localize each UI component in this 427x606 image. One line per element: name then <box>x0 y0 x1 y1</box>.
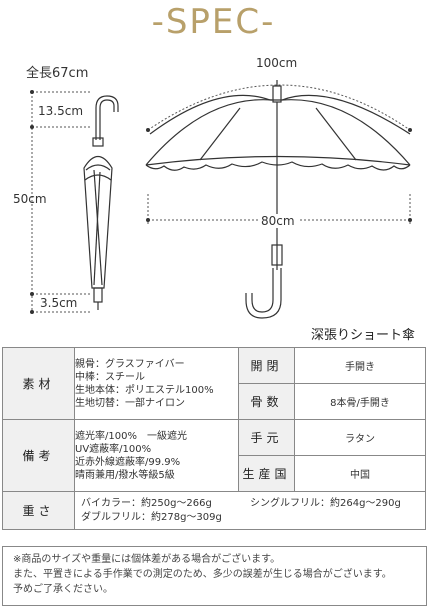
weight-single-frill: シングルフリル：約264g～290g <box>250 497 401 509</box>
width-dimensions <box>147 84 411 226</box>
spec-table: 素材 親骨：グラスファイバー 中棒：スチール 生地本体：ポリエステル100% 生… <box>2 347 426 530</box>
opening-value: 手開き <box>294 347 426 384</box>
closed-umbrella <box>83 95 119 310</box>
dimension-markers <box>30 90 34 314</box>
handle-height-label: 13.5cm <box>38 104 84 118</box>
ribs-value: 8本骨/手開き <box>294 383 426 420</box>
note-line: また、平置きによる手作業での測定のため、多少の誤差が生じる場合がございます。 <box>13 569 392 580</box>
product-caption: 深張りショート傘 <box>310 328 415 343</box>
weight-header: 重さ <box>2 491 75 530</box>
arc-width-label: 100cm <box>256 56 298 70</box>
material-header: 素材 <box>2 347 75 420</box>
span-width-label: 80cm <box>258 214 298 228</box>
open-umbrella <box>145 80 411 319</box>
weight-bicolor: バイカラー：約250g～266g <box>81 497 212 509</box>
weight-value: バイカラー：約250g～266g シングルフリル：約264g～290g ダブルフ… <box>74 491 426 530</box>
origin-value: 中国 <box>294 455 426 492</box>
opening-header: 開閉 <box>238 347 295 384</box>
handle-header: 手元 <box>238 419 295 456</box>
width-markers <box>146 128 412 222</box>
total-length-label: 全長67cm <box>26 66 89 81</box>
umbrella-diagram <box>30 80 412 319</box>
tip-length-label: 3.5cm <box>40 296 78 310</box>
features-value: 遮光率/100% 一級遮光 UV遮蔽率/100% 近赤外線遮蔽率/99.9% 晴… <box>74 419 239 492</box>
note-line: ※商品のサイズや重量には個体差がある場合がございます。 <box>13 554 281 565</box>
weight-double-frill: ダブルフリル：約278g～309g <box>81 511 222 523</box>
disclaimer-note: ※商品のサイズや重量には個体差がある場合がございます。 また、平置きによる手作業… <box>2 546 427 606</box>
note-line: 予めご了承ください。 <box>13 584 113 595</box>
handle-value: ラタン <box>294 419 426 456</box>
ribs-header: 骨数 <box>238 383 295 420</box>
features-header: 備考 <box>2 419 75 492</box>
page-title: -SPEC- <box>151 2 276 42</box>
material-value: 親骨：グラスファイバー 中棒：スチール 生地本体：ポリエステル100% 生地切替… <box>74 347 239 420</box>
shaft-length-label: 50cm <box>13 192 47 206</box>
origin-header: 生産国 <box>238 455 295 492</box>
